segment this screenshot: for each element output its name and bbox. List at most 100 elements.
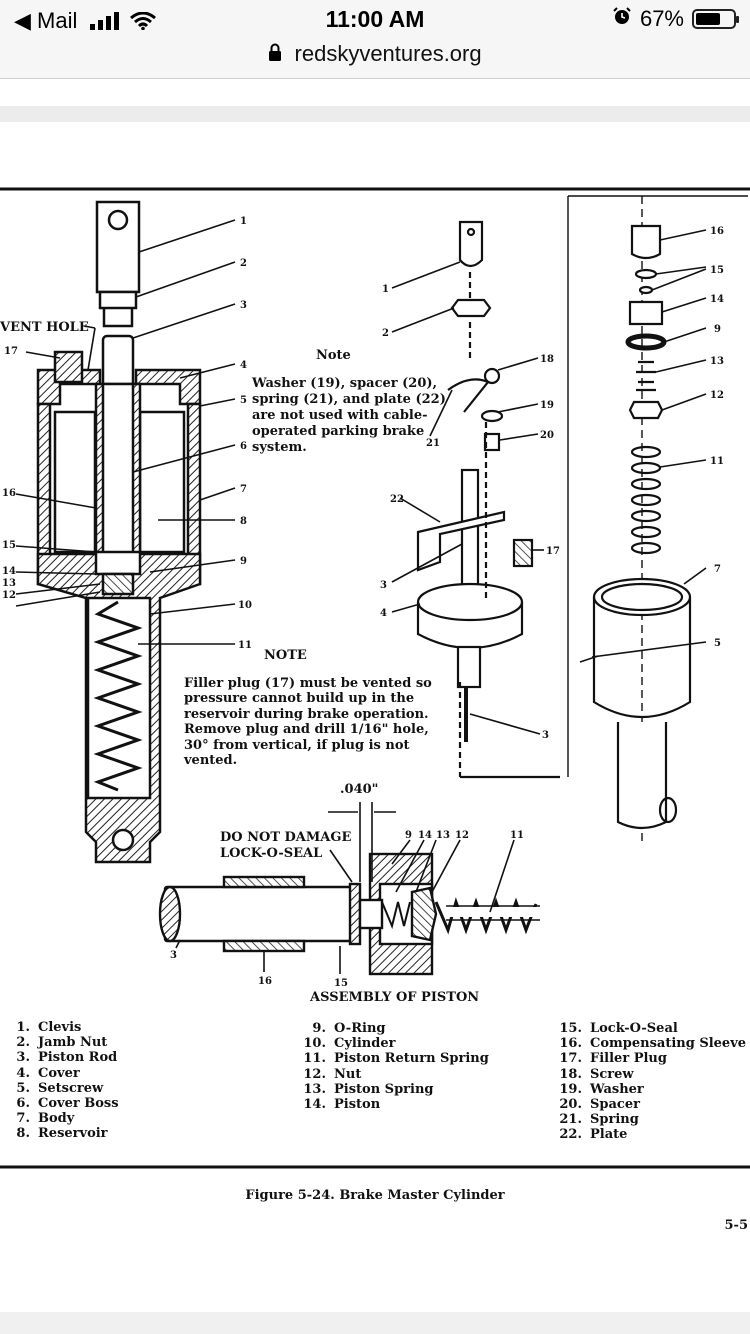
note-right-line: operated parking brake — [252, 424, 425, 439]
note-right-title: Note — [316, 348, 351, 363]
back-to-mail-button[interactable]: ◀ Mail — [14, 8, 156, 36]
svg-text:7: 7 — [714, 564, 721, 575]
back-arrow-icon: ◀ — [14, 8, 31, 33]
legend-item: 7.Body — [16, 1111, 75, 1127]
note-left-line: 30° from vertical, if plug is not — [184, 737, 410, 753]
svg-text:17: 17 — [546, 546, 560, 557]
legend-item: 12.Nut — [303, 1066, 362, 1082]
legend-item: 14.Piston — [303, 1097, 381, 1113]
legend-item: 3.Piston Rod — [16, 1050, 118, 1066]
alarm-clock-icon — [612, 6, 632, 32]
note-right-line: system. — [252, 440, 307, 455]
piston-assembly-view — [158, 852, 540, 976]
svg-text:4: 4 — [380, 608, 387, 619]
battery-icon — [692, 9, 739, 29]
svg-text:17: 17 — [4, 346, 18, 357]
page-top-gap — [0, 106, 750, 122]
legend-column-3: 15.Lock-O-Seal 16.Compensating Sleeve 17… — [558, 1021, 746, 1143]
exploded-view-middle — [416, 220, 560, 779]
vent-hole-label: VENT HOLE — [0, 320, 89, 335]
legend-item: 11.Piston Return Spring — [303, 1051, 489, 1067]
svg-text:6: 6 — [240, 441, 247, 452]
legend-item: 2.Jamb Nut — [16, 1035, 108, 1051]
svg-text:9: 9 — [405, 830, 412, 841]
svg-text:15: 15 — [2, 540, 16, 551]
note-left-line: vented. — [184, 753, 238, 768]
svg-text:1: 1 — [382, 284, 389, 295]
battery-percent: 67% — [639, 6, 684, 31]
back-label: Mail — [37, 8, 78, 33]
svg-text:12: 12 — [2, 590, 16, 601]
svg-text:14: 14 — [2, 566, 16, 577]
svg-text:16: 16 — [710, 226, 724, 237]
note-right-line: Washer (19), spacer (20), — [252, 376, 438, 391]
assembly-callout-numbers: 9 14 13 12 11 3 16 15 — [170, 830, 524, 989]
legend-column-2: 9.O-Ring 10.Cylinder 11.Piston Return Sp… — [302, 1021, 489, 1113]
status-bar: ◀ Mail 11:00 AM — [0, 0, 750, 40]
sectional-view — [36, 200, 202, 864]
scanned-page: 1 2 3 4 5 6 7 8 9 10 11 12 13 14 15 16 1… — [0, 122, 750, 1312]
clearance-label: .040" — [340, 782, 379, 797]
svg-text:9: 9 — [714, 324, 721, 335]
address-bar[interactable]: redskyventures.org — [0, 40, 750, 78]
note-right-line: spring (21), and plate (22) — [252, 392, 446, 407]
note-left-line: Filler plug (17) must be vented so — [184, 675, 432, 691]
svg-text:12: 12 — [455, 830, 469, 841]
do-not-damage-label: DO NOT DAMAGE LOCK-O-SEAL — [220, 830, 351, 862]
svg-text:8: 8 — [240, 516, 247, 527]
svg-text:13: 13 — [710, 356, 724, 367]
signal-icon — [89, 10, 120, 36]
legend-item: 9.O-Ring — [312, 1021, 386, 1036]
note-left-line: Remove plug and drill 1/16" hole, — [184, 722, 429, 737]
legend-item: 17.Filler Plug — [559, 1051, 667, 1067]
do-not-damage-line: LOCK-O-SEAL — [220, 846, 323, 861]
svg-text:12: 12 — [710, 390, 724, 401]
svg-text:9: 9 — [240, 556, 247, 567]
svg-text:2: 2 — [240, 258, 247, 269]
svg-text:4: 4 — [240, 360, 247, 371]
svg-text:15: 15 — [710, 265, 724, 276]
note-left-line: pressure cannot build up in the — [184, 691, 415, 706]
svg-text:13: 13 — [2, 578, 16, 589]
legend-item: 19.Washer — [559, 1081, 644, 1097]
note-left: NOTE Filler plug (17) must be vented so … — [184, 648, 432, 769]
legend-item: 18.Screw — [559, 1066, 634, 1082]
svg-text:11: 11 — [710, 456, 724, 467]
legend-item: 21.Spring — [559, 1112, 639, 1128]
note-left-line: reservoir during brake operation. — [184, 706, 429, 722]
legend-item: 1.Clevis — [16, 1020, 82, 1035]
legend-item: 15.Lock-O-Seal — [559, 1021, 678, 1036]
svg-text:11: 11 — [238, 640, 252, 651]
figure-caption: Figure 5-24. Brake Master Cylinder — [245, 1188, 505, 1203]
svg-text:3: 3 — [542, 730, 549, 741]
left-callout-numbers: 1 2 3 4 5 6 7 8 9 10 11 12 13 14 15 16 1… — [2, 216, 252, 651]
svg-text:10: 10 — [238, 600, 252, 611]
svg-text:16: 16 — [2, 488, 16, 499]
legend-item: 22.Plate — [559, 1127, 628, 1143]
svg-text:14: 14 — [710, 294, 724, 305]
svg-text:19: 19 — [540, 400, 554, 411]
right-callout-numbers: 16 15 14 9 13 12 11 7 5 — [710, 226, 724, 649]
assembly-title: ASSEMBLY OF PISTON — [310, 990, 480, 1005]
legend-item: 10.Cylinder — [303, 1036, 396, 1052]
legend-item: 4.Cover — [16, 1065, 80, 1081]
svg-text:15: 15 — [334, 978, 348, 989]
svg-text:5: 5 — [240, 395, 247, 406]
wifi-icon — [129, 10, 156, 36]
svg-text:21: 21 — [426, 438, 440, 449]
svg-text:11: 11 — [510, 830, 524, 841]
do-not-damage-line: DO NOT DAMAGE — [220, 830, 352, 845]
note-right-line: are not used with cable- — [252, 408, 428, 423]
legend-item: 6.Cover Boss — [16, 1096, 119, 1112]
svg-text:16: 16 — [258, 976, 272, 987]
svg-text:13: 13 — [436, 830, 450, 841]
middle-callout-numbers: 1 2 18 19 20 21 22 17 3 4 3 — [380, 284, 560, 741]
url-text: redskyventures.org — [294, 41, 482, 67]
svg-text:22: 22 — [390, 494, 404, 505]
legend-item: 8.Reservoir — [16, 1126, 108, 1142]
lock-icon — [268, 41, 282, 67]
bottom-page-gap — [0, 1312, 750, 1334]
legend-item: 20.Spacer — [559, 1097, 640, 1113]
toolbar-divider — [0, 78, 750, 79]
note-left-title: NOTE — [264, 648, 307, 663]
